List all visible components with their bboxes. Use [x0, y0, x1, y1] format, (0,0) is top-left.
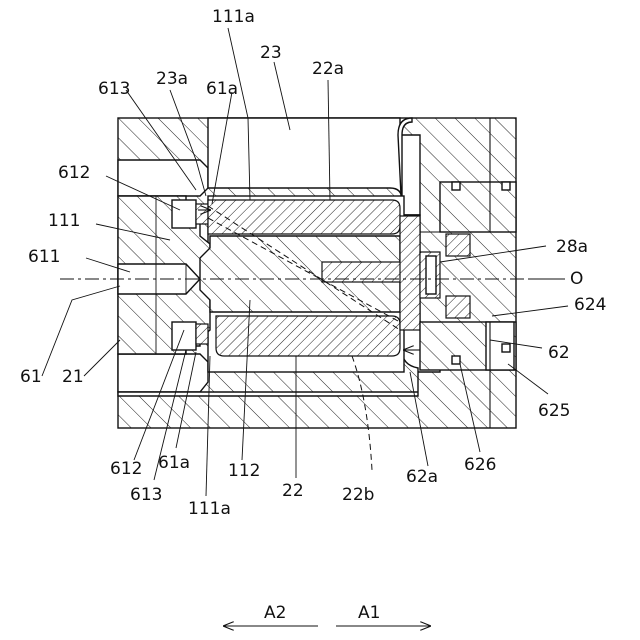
label-626: 626	[464, 455, 496, 475]
label-613-bot: 613	[130, 485, 162, 505]
bearing-top	[446, 234, 470, 256]
leader-21	[84, 340, 120, 376]
label-611: 611	[28, 247, 60, 267]
label-111a-top: 111a	[212, 7, 255, 27]
slider-22	[216, 316, 400, 356]
label-23: 23	[260, 43, 282, 63]
label-O: O	[570, 269, 583, 289]
label-612-bot: 612	[110, 459, 142, 479]
left-cover-61	[118, 196, 210, 354]
bearing-bot	[446, 296, 470, 318]
notch-3	[452, 356, 460, 364]
flange	[400, 216, 420, 330]
label-A1: A1	[358, 603, 380, 623]
label-62a: 62a	[406, 467, 438, 487]
ring-613-bot	[172, 322, 196, 350]
label-613-top: 613	[98, 79, 130, 99]
label-625: 625	[538, 401, 570, 421]
notch-2	[502, 182, 510, 190]
label-61a-bot: 61a	[158, 453, 190, 473]
label-624: 624	[574, 295, 606, 315]
seal-612-bot	[196, 324, 208, 344]
label-22b: 22b	[342, 485, 374, 505]
label-111: 111	[48, 211, 80, 231]
label-111a-bot: 111a	[188, 499, 231, 519]
lower-slider-22	[216, 316, 400, 356]
slider-22a	[208, 200, 400, 234]
hub-slot	[426, 256, 436, 294]
label-61a-top: 61a	[206, 79, 238, 99]
ring-613-top	[172, 200, 196, 228]
label-28a: 28a	[556, 237, 588, 257]
seal-612-top	[196, 204, 208, 224]
label-22a: 22a	[312, 59, 344, 79]
label-61: 61	[20, 367, 42, 387]
label-612-top: 612	[58, 163, 90, 183]
label-A2: A2	[264, 603, 286, 623]
label-21: 21	[62, 367, 84, 387]
notch-4	[502, 344, 510, 352]
upper-left-pocket	[118, 160, 208, 196]
label-62: 62	[548, 343, 570, 363]
notch-1	[452, 182, 460, 190]
label-112: 112	[228, 461, 260, 481]
direction-legend: A2 A1	[224, 603, 430, 626]
label-22: 22	[282, 481, 304, 501]
leader-61	[42, 286, 120, 376]
upper-slider-22	[208, 200, 400, 234]
label-23a: 23a	[156, 69, 188, 89]
